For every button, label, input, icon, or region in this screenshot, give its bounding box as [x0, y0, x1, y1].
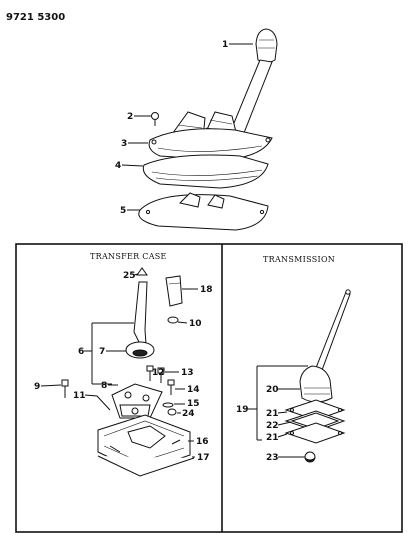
- svg-text:16: 16: [196, 437, 209, 447]
- transfer-case-title: TRANSFER CASE: [90, 252, 167, 261]
- svg-text:20: 20: [266, 385, 279, 395]
- nut-24: [167, 408, 177, 416]
- lever-boot: [125, 341, 155, 359]
- callout-21-lower: 21: [266, 433, 288, 443]
- callout-12: 12: [152, 368, 165, 378]
- callout-1: 1: [222, 40, 253, 50]
- callout-24: 24: [177, 409, 195, 419]
- svg-text:9: 9: [34, 382, 40, 392]
- lever-nut: [167, 316, 179, 324]
- svg-text:12: 12: [152, 368, 165, 378]
- svg-text:7: 7: [99, 347, 105, 357]
- svg-text:21: 21: [266, 409, 279, 419]
- transfer-case-panel: TRANSFER CASE: [34, 252, 213, 477]
- svg-text:11: 11: [73, 391, 86, 401]
- callout-6: 6: [78, 322, 134, 385]
- callout-9: 9: [34, 382, 62, 392]
- svg-text:6: 6: [78, 347, 84, 357]
- callout-8: 8: [101, 381, 118, 391]
- transfer-lever: [133, 281, 148, 345]
- callout-7: 7: [99, 347, 126, 357]
- lever-cap: [136, 267, 148, 276]
- callout-14: 14: [175, 385, 200, 395]
- svg-text:14: 14: [187, 385, 200, 395]
- svg-text:2: 2: [127, 112, 133, 122]
- callout-20: 20: [266, 385, 300, 395]
- shifter-bracket: [111, 383, 163, 419]
- svg-text:15: 15: [187, 399, 200, 409]
- svg-text:8: 8: [101, 381, 107, 391]
- callout-23: 23: [266, 453, 305, 463]
- svg-text:4: 4: [115, 161, 121, 171]
- callout-18: 18: [182, 285, 213, 295]
- svg-text:17: 17: [197, 453, 210, 463]
- lower-frame: [15, 243, 403, 533]
- trans-boot: [299, 365, 333, 403]
- svg-text:24: 24: [182, 409, 195, 419]
- bolt-12: [146, 365, 154, 381]
- svg-text:21: 21: [266, 433, 279, 443]
- shifter-gasket: [97, 455, 195, 477]
- washer-15: [162, 402, 174, 408]
- trans-seal-stack: [284, 399, 346, 444]
- svg-text:5: 5: [120, 206, 126, 216]
- shift-knob: [255, 28, 278, 63]
- callout-25: 25: [123, 271, 139, 281]
- boot-bezel: [148, 128, 273, 161]
- callout-22: 22: [266, 421, 292, 431]
- callout-2: 2: [127, 112, 151, 122]
- callout-4: 4: [115, 161, 144, 171]
- callout-3: 3: [121, 139, 148, 149]
- top-shifter-assembly: 1 2 3 4 5: [115, 28, 278, 231]
- callout-11: 11: [73, 391, 111, 411]
- callout-13: 13: [165, 368, 194, 378]
- callout-15: 15: [174, 399, 200, 409]
- svg-text:19: 19: [236, 405, 249, 415]
- callout-21-upper: 21: [266, 409, 288, 419]
- callout-16: 16: [188, 437, 209, 447]
- svg-text:22: 22: [266, 421, 279, 431]
- svg-text:3: 3: [121, 139, 127, 149]
- floor-plate: [138, 192, 269, 231]
- svg-text:25: 25: [123, 271, 136, 281]
- bolt-14: [167, 379, 175, 395]
- svg-text:10: 10: [189, 319, 202, 329]
- callout-17: 17: [192, 453, 210, 463]
- callout-10: 10: [177, 319, 202, 329]
- bolt-9: [61, 379, 69, 398]
- bezel-screw: [151, 112, 159, 126]
- diagram-code: 9721 5300: [6, 12, 65, 23]
- transmission-title: TRANSMISSION: [263, 255, 335, 264]
- boot-seal: [142, 154, 269, 189]
- svg-text:23: 23: [266, 453, 279, 463]
- svg-text:13: 13: [181, 368, 194, 378]
- transmission-panel: TRANSMISSION 19: [236, 255, 351, 463]
- callout-5: 5: [120, 206, 140, 216]
- svg-text:1: 1: [222, 40, 228, 50]
- trans-ball: [304, 451, 316, 463]
- svg-text:18: 18: [200, 285, 213, 295]
- transfer-knob: [165, 275, 183, 307]
- bolt-13: [157, 367, 165, 383]
- callout-19: 19: [236, 365, 308, 441]
